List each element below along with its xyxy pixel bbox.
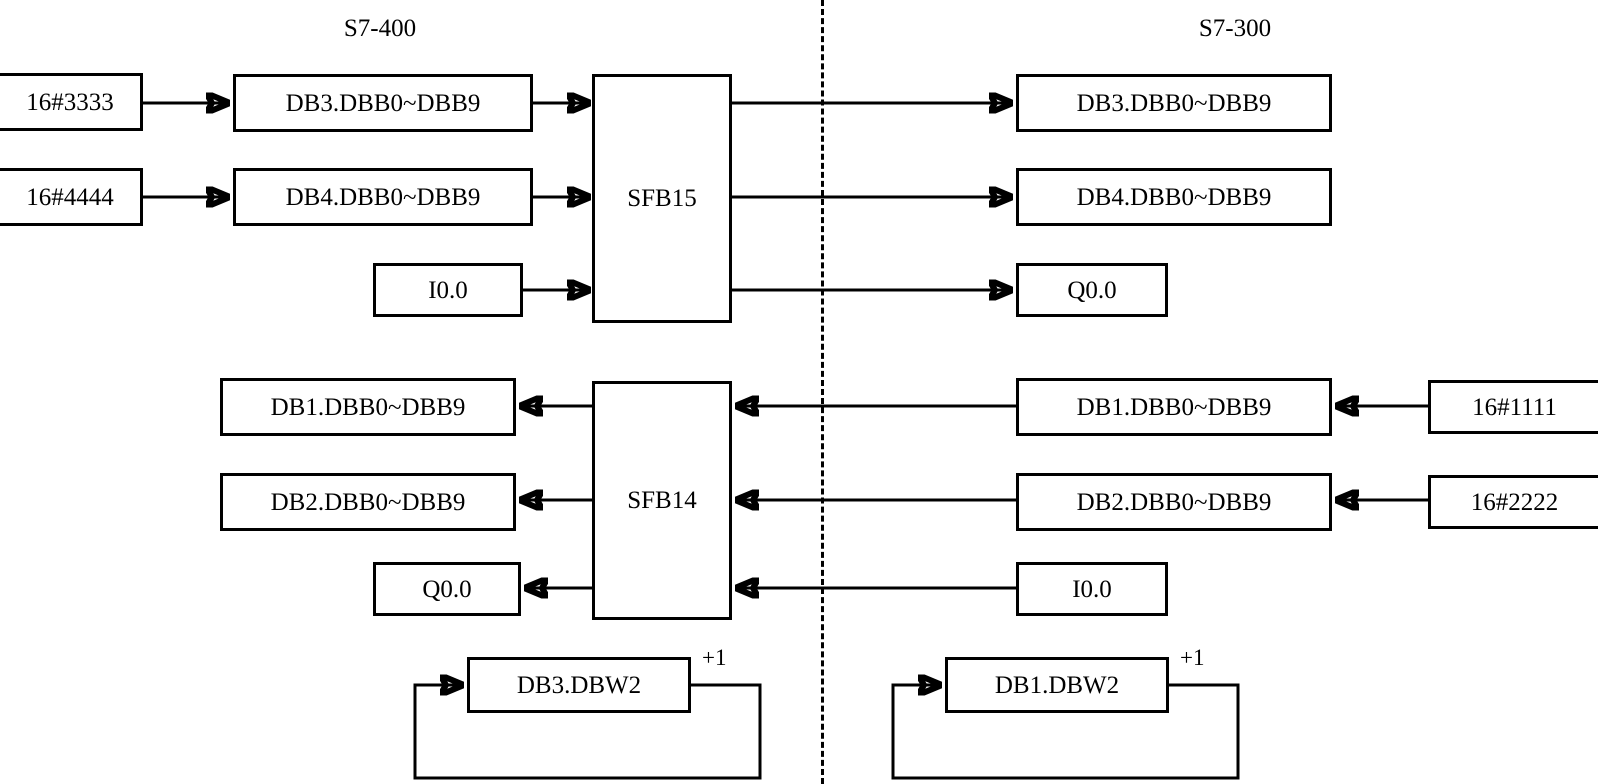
left-receive-bit-q00-label: Q0.0 (422, 575, 472, 603)
source-constant-2222: 16#2222 (1428, 475, 1598, 529)
heading-s7-300: S7-300 (1198, 15, 1272, 42)
right-receive-buffer-db3: DB3.DBB0~DBB9 (1016, 74, 1332, 132)
left-send-bit-i00-label: I0.0 (428, 276, 468, 304)
left-receive-bit-q00: Q0.0 (373, 562, 521, 616)
right-receive-buffer-db3-label: DB3.DBB0~DBB9 (1076, 89, 1272, 117)
left-receive-buffer-db2-label: DB2.DBB0~DBB9 (270, 488, 466, 516)
right-receive-bit-q00-label: Q0.0 (1067, 276, 1117, 304)
function-block-sfb14-label: SFB14 (627, 487, 697, 514)
left-receive-buffer-db1-label: DB1.DBB0~DBB9 (270, 393, 466, 421)
left-send-buffer-db3-label: DB3.DBB0~DBB9 (285, 89, 481, 117)
function-block-sfb15: SFB15 (592, 74, 732, 323)
right-counter-db1-dbw2: DB1.DBW2 (945, 657, 1169, 713)
panel-divider (821, 0, 824, 784)
right-receive-bit-q00: Q0.0 (1016, 263, 1168, 317)
left-send-buffer-db3: DB3.DBB0~DBB9 (233, 74, 533, 132)
left-send-bit-i00: I0.0 (373, 263, 523, 317)
source-constant-1111: 16#1111 (1428, 380, 1598, 434)
source-constant-1111-label: 16#1111 (1472, 393, 1557, 421)
left-counter-db3-dbw2-label: DB3.DBW2 (516, 671, 642, 699)
right-send-buffer-db1-label: DB1.DBB0~DBB9 (1076, 393, 1272, 421)
left-receive-buffer-db1: DB1.DBB0~DBB9 (220, 378, 516, 436)
right-receive-buffer-db4: DB4.DBB0~DBB9 (1016, 168, 1332, 226)
heading-s7-400: S7-400 (343, 15, 417, 42)
source-constant-2222-label: 16#2222 (1470, 488, 1559, 516)
left-send-buffer-db4-label: DB4.DBB0~DBB9 (285, 183, 481, 211)
left-send-buffer-db4: DB4.DBB0~DBB9 (233, 168, 533, 226)
left-receive-buffer-db2: DB2.DBB0~DBB9 (220, 473, 516, 531)
source-constant-4444-label: 16#4444 (26, 183, 114, 211)
function-block-sfb15-label: SFB15 (627, 185, 697, 212)
function-block-sfb14: SFB14 (592, 381, 732, 620)
right-counter-increment: +1 (1180, 645, 1205, 670)
source-constant-4444: 16#4444 (0, 168, 143, 226)
right-send-bit-i00-label: I0.0 (1072, 575, 1112, 603)
source-constant-3333-label: 16#3333 (26, 88, 114, 116)
right-send-buffer-db2-label: DB2.DBB0~DBB9 (1076, 488, 1272, 516)
right-receive-buffer-db4-label: DB4.DBB0~DBB9 (1076, 183, 1272, 211)
right-send-buffer-db2: DB2.DBB0~DBB9 (1016, 473, 1332, 531)
right-send-buffer-db1: DB1.DBB0~DBB9 (1016, 378, 1332, 436)
left-counter-increment: +1 (702, 645, 727, 670)
left-counter-db3-dbw2: DB3.DBW2 (467, 657, 691, 713)
right-send-bit-i00: I0.0 (1016, 562, 1168, 616)
source-constant-3333: 16#3333 (0, 73, 143, 131)
right-counter-db1-dbw2-label: DB1.DBW2 (994, 671, 1120, 699)
